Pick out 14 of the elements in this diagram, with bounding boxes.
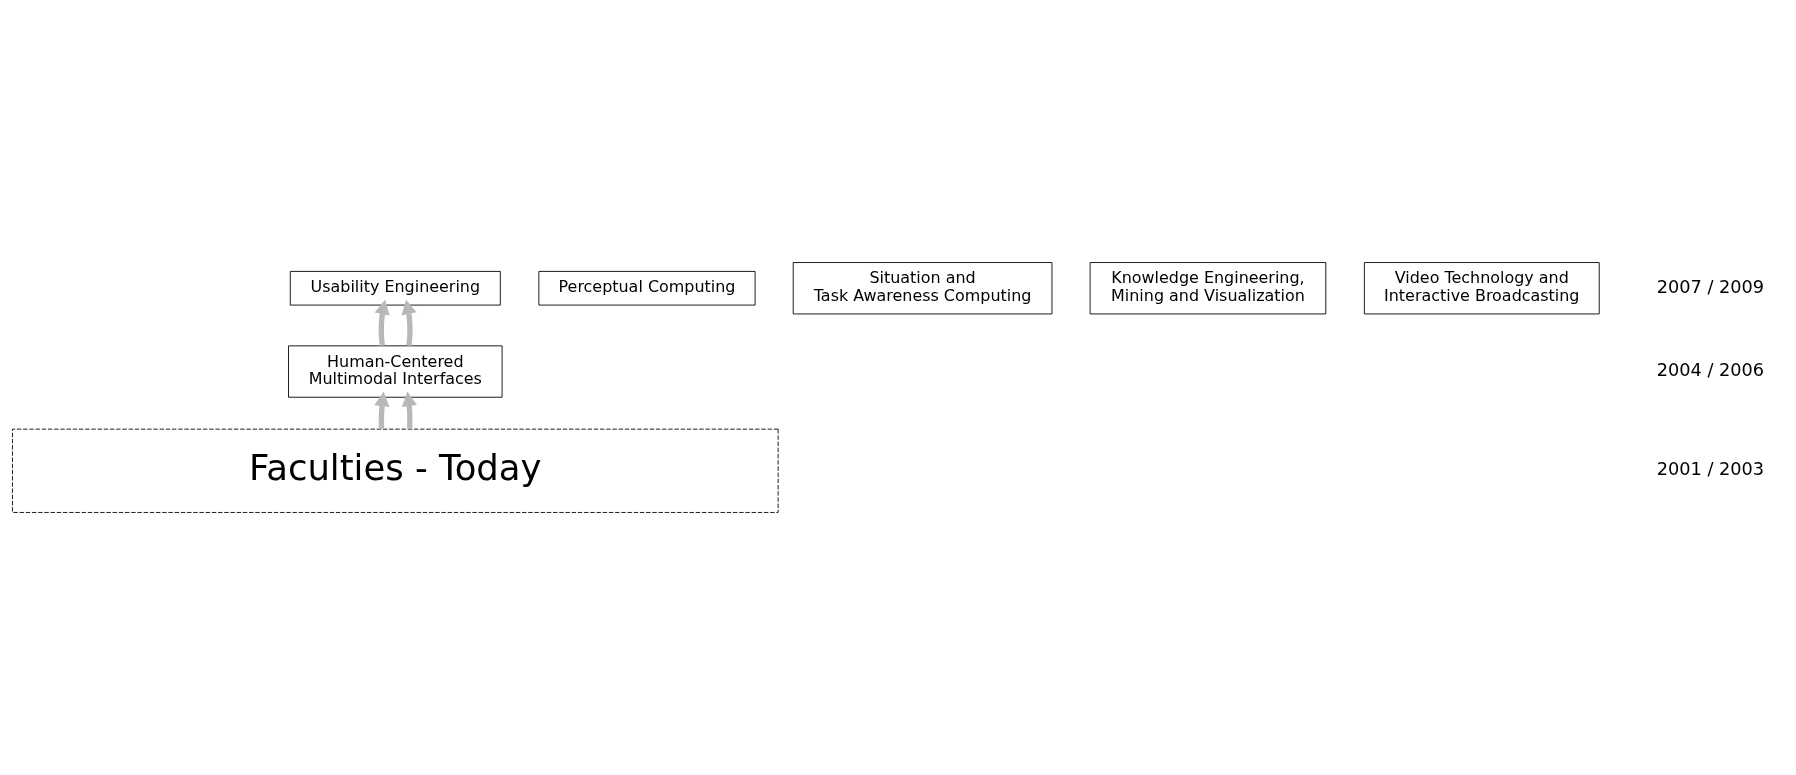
node-box: Faculties - Today [12, 428, 779, 513]
node-box: Video Technology and Interactive Broadcasting [1363, 262, 1600, 315]
node-box: Situation and Task Awareness Computing [792, 262, 1053, 315]
arrow [401, 299, 417, 346]
arrow [374, 391, 390, 429]
arrow [374, 299, 390, 346]
node-box: Perceptual Computing [538, 270, 756, 306]
label: 2001 / 2003 [1656, 459, 1765, 480]
arrow [401, 391, 417, 429]
node-box: Knowledge Engineering, Mining and Visualization [1089, 262, 1327, 315]
node-box: Usability Engineering [289, 270, 501, 306]
label: 2004 / 2006 [1656, 359, 1765, 380]
label: 2007 / 2009 [1656, 276, 1765, 297]
node-box: Human-Centered Multimodal Interfaces [288, 345, 503, 398]
